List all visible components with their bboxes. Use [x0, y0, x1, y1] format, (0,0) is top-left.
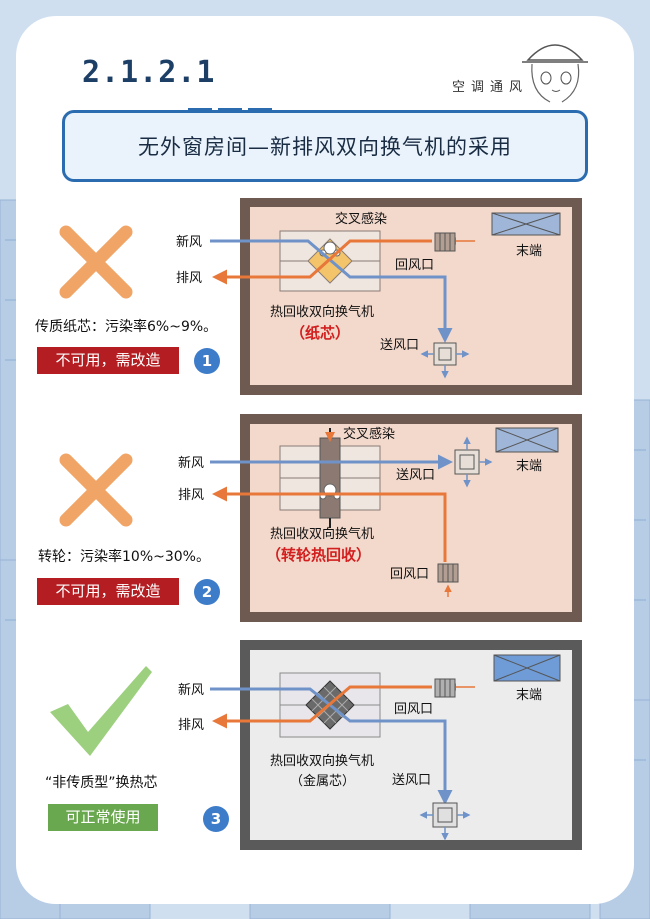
fresh-air-label: 新风	[178, 455, 204, 471]
section-2-status-badge: 不可用，需改造	[37, 578, 179, 605]
return-vent-label: 回风口	[390, 567, 429, 582]
rotary-wheel	[319, 437, 341, 519]
return-vent-label: 回风口	[395, 258, 434, 273]
section-1-status-badge: 不可用，需改造	[37, 347, 179, 374]
core-type-label: （纸芯）	[290, 324, 350, 342]
cross-infection-label: 交叉感染	[335, 211, 387, 227]
mascot-illustration	[522, 44, 588, 103]
supply-vent-label: 送风口	[396, 468, 435, 483]
exhaust-air-label: 排风	[178, 488, 204, 503]
section-3-description: “非传质型”换热芯	[45, 775, 158, 791]
section-3-number: 3	[203, 806, 229, 832]
core-type-label: （金属芯）	[290, 773, 355, 789]
diagram-2: 末端 交叉感染 新风 排风 送风口 回风口 热回收双向换气机 （转轮热回收）	[178, 414, 582, 622]
supply-vent-label: 送风口	[392, 773, 431, 788]
unit-name-label: 热回收双向换气机	[270, 304, 374, 320]
page-title-box: 无外窗房间—新排风双向换气机的采用	[62, 110, 588, 182]
fresh-air-label: 新风	[178, 682, 204, 698]
exhaust-air-label: 排风	[176, 271, 202, 286]
unit-name-label: 热回收双向换气机	[270, 526, 374, 542]
fresh-air-label: 新风	[176, 234, 202, 250]
cross-infection-label: 交叉感染	[343, 426, 395, 442]
section-1-number: 1	[194, 348, 220, 374]
exhaust-air-label: 排风	[178, 718, 204, 733]
supply-vent	[432, 802, 458, 828]
brand-text: 空调通风	[452, 80, 529, 95]
section-1-description: 传质纸芯：污染率6%~9%。	[35, 319, 218, 335]
cross-icon	[59, 453, 133, 527]
fresh-air-arrow	[210, 239, 453, 343]
diagram-3: 末端 新风 排风 回风口 送风口 热回收双向换气机 （金属芯）	[178, 640, 582, 850]
section-2-number: 2	[194, 579, 220, 605]
fresh-air-arrow	[210, 687, 453, 805]
terminal-label: 末端	[516, 244, 542, 259]
diagram-1: 末端 交叉感染 新风 排风 回风口 送风口 热回收双向换气机 （纸芯）	[176, 198, 582, 395]
check-icon	[50, 666, 152, 756]
return-air-arrow	[212, 239, 432, 285]
cross-icon	[59, 225, 133, 299]
return-air-arrow	[212, 486, 447, 562]
supply-vent	[454, 449, 480, 475]
terminal-label: 末端	[516, 688, 542, 703]
section-2-description: 转轮：污染率10%~30%。	[38, 549, 210, 565]
return-vent-label: 回风口	[394, 702, 433, 717]
page-title: 无外窗房间—新排风双向换气机的采用	[138, 135, 512, 159]
supply-vent-label: 送风口	[380, 338, 419, 353]
return-air-arrow	[212, 685, 432, 729]
unit-name-label: 热回收双向换气机	[270, 753, 374, 769]
core-type-label: （转轮热回收）	[266, 546, 371, 564]
supply-vent	[433, 342, 457, 366]
terminal-label: 末端	[516, 459, 542, 474]
section-3-status-badge: 可正常使用	[48, 804, 158, 831]
section-number: 2.1.2.1	[82, 55, 216, 90]
